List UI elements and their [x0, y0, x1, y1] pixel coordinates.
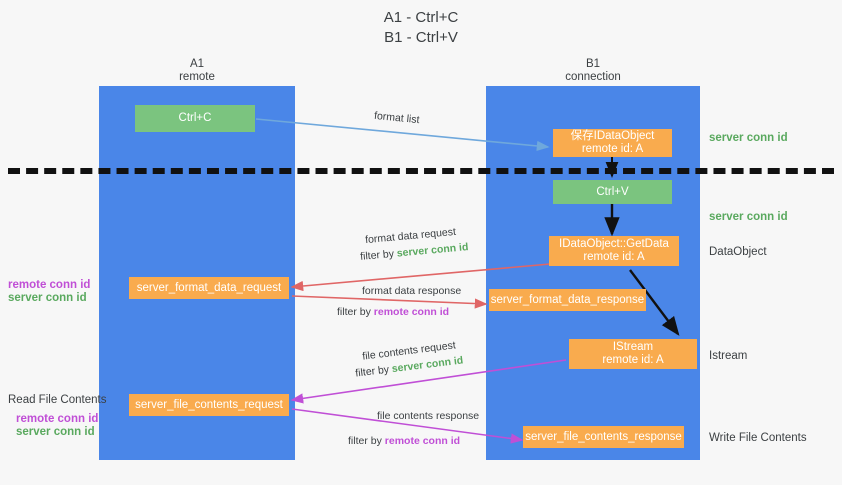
box-ctrl-v[interactable]: Ctrl+V [553, 180, 672, 204]
annotation-file-contents-response: file contents response [377, 410, 480, 422]
lane-a1-name: A1 [189, 58, 205, 70]
box-getdata[interactable]: IDataObject::GetData remote id: A [549, 236, 679, 266]
box-istream-title: IStream [612, 341, 654, 353]
label-read-file-contents: Read File Contents [8, 394, 107, 406]
box-server-format-data-response[interactable]: server_format_data_response [489, 289, 646, 311]
filter-prefix-2: filter by [337, 306, 374, 318]
annotation-format-list: format list [373, 109, 420, 127]
box-server-file-contents-response-label: server_file_contents_response [525, 430, 682, 443]
annotation-file-contents-response-filter: filter by remote conn id [348, 434, 460, 448]
label-remote-conn-id-lower: remote conn id [16, 413, 99, 425]
box-save-idataobject-id: remote id: A [581, 143, 644, 155]
box-getdata-id: remote id: A [583, 251, 645, 263]
lane-header-b1: B1 connection [486, 58, 700, 84]
box-ctrl-c-label: Ctrl+C [178, 112, 212, 124]
box-server-file-contents-request-label: server_file_contents_request [135, 398, 283, 411]
label-write-file-contents: Write File Contents [709, 432, 807, 444]
filter-key-2: remote conn id [373, 306, 450, 318]
box-server-file-contents-request[interactable]: server_file_contents_request [129, 394, 289, 416]
title-line-2: B1 - Ctrl+V [384, 29, 458, 46]
label-server-conn-id-mid: server conn id [709, 211, 788, 223]
box-istream[interactable]: IStream remote id: A [569, 339, 697, 369]
label-server-conn-id-top: server conn id [709, 132, 788, 144]
label-istream: Istream [709, 350, 748, 362]
box-save-idataobject[interactable]: 保存IDataObject remote id: A [553, 129, 672, 157]
box-ctrl-c[interactable]: Ctrl+C [135, 105, 255, 132]
page-title: A1 - Ctrl+C B1 - Ctrl+V [0, 8, 842, 48]
filter-prefix-3: filter by [354, 363, 393, 380]
filter-prefix-4: filter by [348, 435, 385, 447]
label-server-conn-id-upper: server conn id [8, 292, 87, 304]
filter-key-4: remote conn id [384, 435, 461, 447]
filter-prefix-1: filter by [359, 247, 398, 263]
filter-key-1: server conn id [396, 241, 469, 260]
lane-b1-sub: connection [565, 71, 621, 83]
annotation-format-data-response: format data response [362, 285, 462, 297]
box-server-format-data-response-label: server_format_data_response [490, 293, 645, 306]
phase-divider [8, 168, 834, 174]
box-server-file-contents-response[interactable]: server_file_contents_response [523, 426, 684, 448]
annotation-format-data-response-filter: filter by remote conn id [337, 305, 449, 319]
label-server-conn-id-lower: server conn id [16, 426, 95, 438]
lane-header-a1: A1 remote [99, 58, 295, 84]
box-istream-id: remote id: A [602, 354, 664, 366]
label-remote-conn-id-upper: remote conn id [8, 279, 91, 291]
box-getdata-title: IDataObject::GetData [559, 238, 669, 250]
box-save-idataobject-title: 保存IDataObject [570, 130, 655, 142]
label-dataobject: DataObject [709, 246, 767, 258]
lane-a1-sub: remote [179, 71, 215, 83]
box-server-format-data-request[interactable]: server_format_data_request [129, 277, 289, 299]
box-ctrl-v-label: Ctrl+V [596, 185, 629, 198]
lane-b1-name: B1 [585, 58, 601, 70]
box-server-format-data-request-label: server_format_data_request [136, 281, 282, 294]
title-line-1: A1 - Ctrl+C [383, 9, 459, 26]
